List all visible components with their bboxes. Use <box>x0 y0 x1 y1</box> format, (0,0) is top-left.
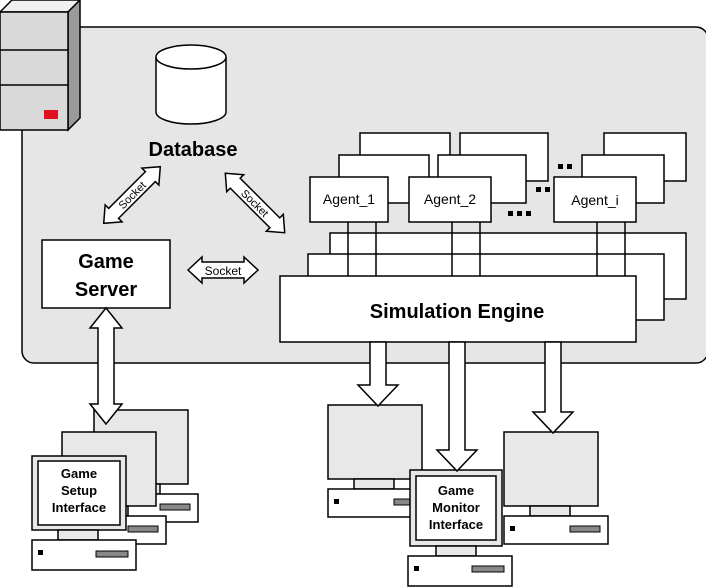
arrow-engine-right-computer <box>531 341 575 435</box>
arrow-server-setup <box>88 306 124 426</box>
monitor-computer-front <box>407 469 513 587</box>
setup-interface-label-line3: Interface <box>52 500 106 515</box>
game-server-label-line1: Game <box>78 251 134 273</box>
game-server-label-line2: Server <box>75 279 137 301</box>
monitor-interface-label-line1: Game <box>438 483 474 498</box>
setup-interface-label-line1: Game <box>61 466 97 481</box>
agent-2-box <box>408 176 492 223</box>
agent-1-label: Agent_1 <box>323 191 375 207</box>
monitor-interface-label-line3: Interface <box>429 517 483 532</box>
agent-2-label: Agent_2 <box>424 191 476 207</box>
arrow-engine-monitor <box>435 341 479 473</box>
arrow-engine-left-computer <box>356 341 400 408</box>
database-label: Database <box>149 139 238 161</box>
agent-i-box <box>553 176 637 223</box>
socket-label-server-engine: Socket <box>205 264 242 278</box>
agent-connectors <box>347 222 626 276</box>
simulation-engine-label: Simulation Engine <box>370 301 544 323</box>
agent-i-label: Agent_i <box>571 192 618 208</box>
monitor-computer-right <box>503 431 609 545</box>
socket-arrow-server-engine: Socket <box>186 255 260 285</box>
setup-interface-label-line2: Setup <box>61 483 97 498</box>
setup-computer-front <box>31 455 137 571</box>
agent-1-box <box>309 176 389 223</box>
ellipsis-dots <box>508 164 572 216</box>
monitor-interface-label-line2: Monitor <box>432 500 480 515</box>
server-tower-icon <box>0 0 82 132</box>
game-server-box <box>41 239 171 309</box>
database-icon <box>155 44 227 125</box>
